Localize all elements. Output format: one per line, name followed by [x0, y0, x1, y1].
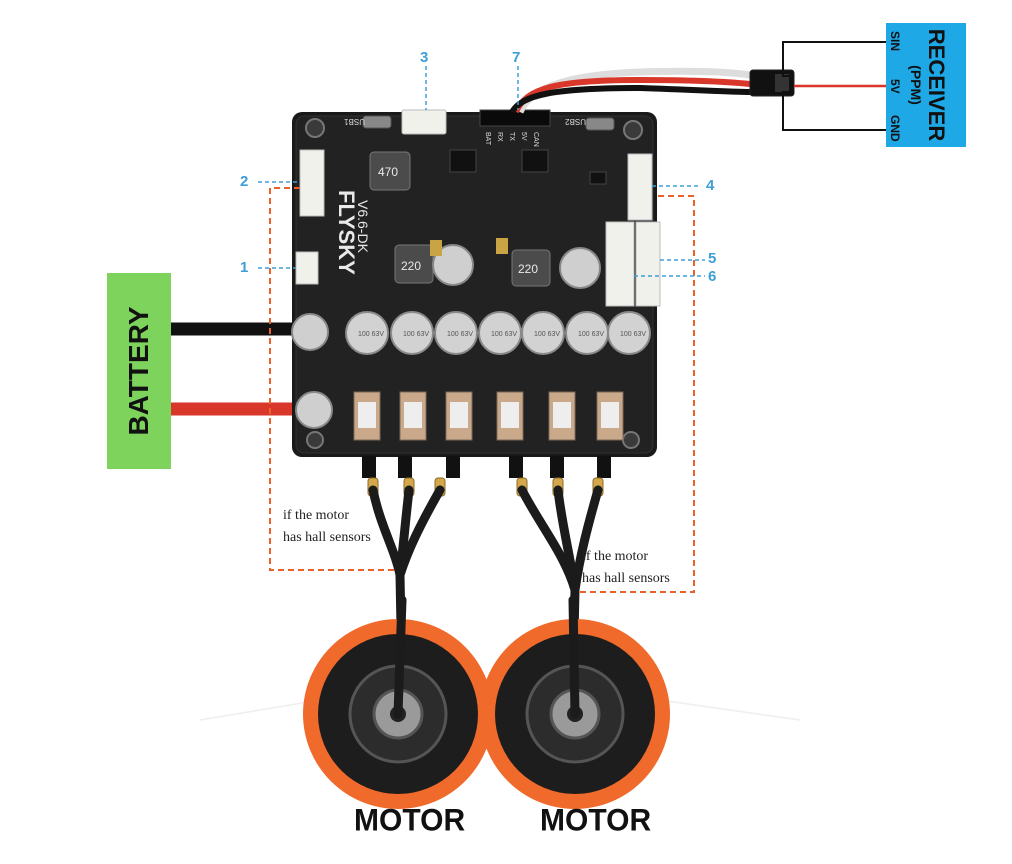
screw-icon [623, 120, 643, 140]
mosfet-face [404, 402, 422, 428]
screw-icon [306, 431, 324, 449]
pad-label: CAN [532, 132, 539, 147]
pad-label: TX [508, 132, 515, 141]
motor-cables [368, 485, 603, 685]
phase-lead [362, 456, 376, 478]
capacitor-label: 100 63V [620, 331, 646, 338]
note-left: if the motor has hall sensors [283, 505, 371, 549]
inductor-220a-label: 220 [401, 259, 421, 273]
inductor-470 [369, 151, 411, 191]
connector-5 [635, 221, 661, 307]
receiver-subtitle: (PPM) [908, 65, 924, 105]
receiver-title: RECEIVER [924, 28, 949, 142]
mosfet-face [553, 402, 571, 428]
usb1-port [362, 115, 392, 129]
callout-lines [258, 66, 705, 277]
connector-1 [295, 251, 319, 285]
callout-2: 2 [240, 173, 249, 190]
connector-4 [627, 153, 653, 221]
board-brand: FLYSKY [334, 190, 359, 275]
capacitor [521, 311, 565, 355]
phase-lead [597, 456, 611, 478]
inductor-220-b [511, 249, 551, 287]
phase-leads [362, 456, 611, 497]
capacitor [434, 311, 478, 355]
note-left-line1: if the motor [283, 508, 350, 523]
note-right: if the motor has hall sensors [582, 546, 670, 590]
mosfet-face [450, 402, 468, 428]
pad-labels: BAT RX TX 5V CAN [484, 132, 539, 147]
screw-icon [622, 431, 640, 449]
small-capacitor [432, 244, 474, 286]
capacitor-label: 100 63V [534, 331, 560, 338]
inductor-470-label: 470 [378, 165, 398, 179]
capacitor-label: 100 63V [358, 331, 384, 338]
usb2-label: USB2 [565, 117, 586, 126]
note-right-line2: has hall sensors [582, 571, 670, 586]
callout-1: 1 [240, 259, 249, 276]
phase-lead [509, 456, 523, 478]
phase-lead [550, 456, 564, 478]
mosfet-row [353, 391, 624, 441]
motor-left-label: MOTOR [354, 803, 466, 838]
capacitor-label: 100 63V [578, 331, 604, 338]
callout-3: 3 [420, 49, 429, 66]
capacitor-row: 100 63V 100 63V 100 63V 100 63V 100 63V 100 6… [345, 311, 651, 355]
usb1-label: USB1 [344, 117, 365, 126]
capacitor-label: 100 63V [491, 331, 517, 338]
usb2-port [585, 117, 615, 131]
board-version: V6.6-DK [355, 200, 371, 254]
capacitor-label: 100 63V [447, 331, 473, 338]
small-capacitor [559, 247, 601, 289]
battery-terminal-positive [295, 391, 333, 429]
note-left-line2: has hall sensors [283, 530, 371, 545]
receiver-block: RECEIVER (PPM) SIN 5V GND [886, 23, 966, 147]
connector-2 [299, 149, 325, 217]
phase-lead [398, 456, 412, 478]
screw-icon [305, 118, 325, 138]
note-right-line1: if the motor [582, 549, 649, 564]
inductor-220b-label: 220 [518, 262, 538, 276]
callout-7: 7 [512, 49, 521, 66]
mosfet-face [501, 402, 519, 428]
receiver-pin-5v: 5V [888, 79, 902, 94]
battery-terminal-negative [291, 313, 329, 351]
hall-sensor-boundaries [269, 187, 695, 593]
capacitor-label: 100 63V [403, 331, 429, 338]
battery-block: BATTERY [107, 273, 171, 469]
pad-label: BAT [484, 132, 491, 146]
connector-3 [401, 109, 447, 135]
phase-lead [446, 456, 460, 478]
capacitor [390, 311, 434, 355]
receiver-pin-gnd: GND [888, 115, 902, 142]
capacitor [345, 311, 389, 355]
pad-label: 5V [520, 132, 527, 141]
mosfet-face [601, 402, 619, 428]
pad-label: RX [496, 132, 503, 142]
capacitor [607, 311, 651, 355]
connector-6 [605, 221, 635, 307]
battery-label: BATTERY [123, 306, 154, 436]
mosfet-face [358, 402, 376, 428]
floor-reflection [199, 699, 801, 721]
callout-4: 4 [706, 177, 715, 194]
motor-right-label: MOTOR [540, 803, 652, 838]
controller-board: 100 63V 100 63V 100 63V 100 63V 100 63V 100 6… [291, 109, 661, 457]
callout-6: 6 [708, 268, 717, 285]
receiver-pin-sin: SIN [888, 31, 902, 52]
callout-5: 5 [708, 250, 717, 267]
receiver-wiring [509, 41, 886, 131]
